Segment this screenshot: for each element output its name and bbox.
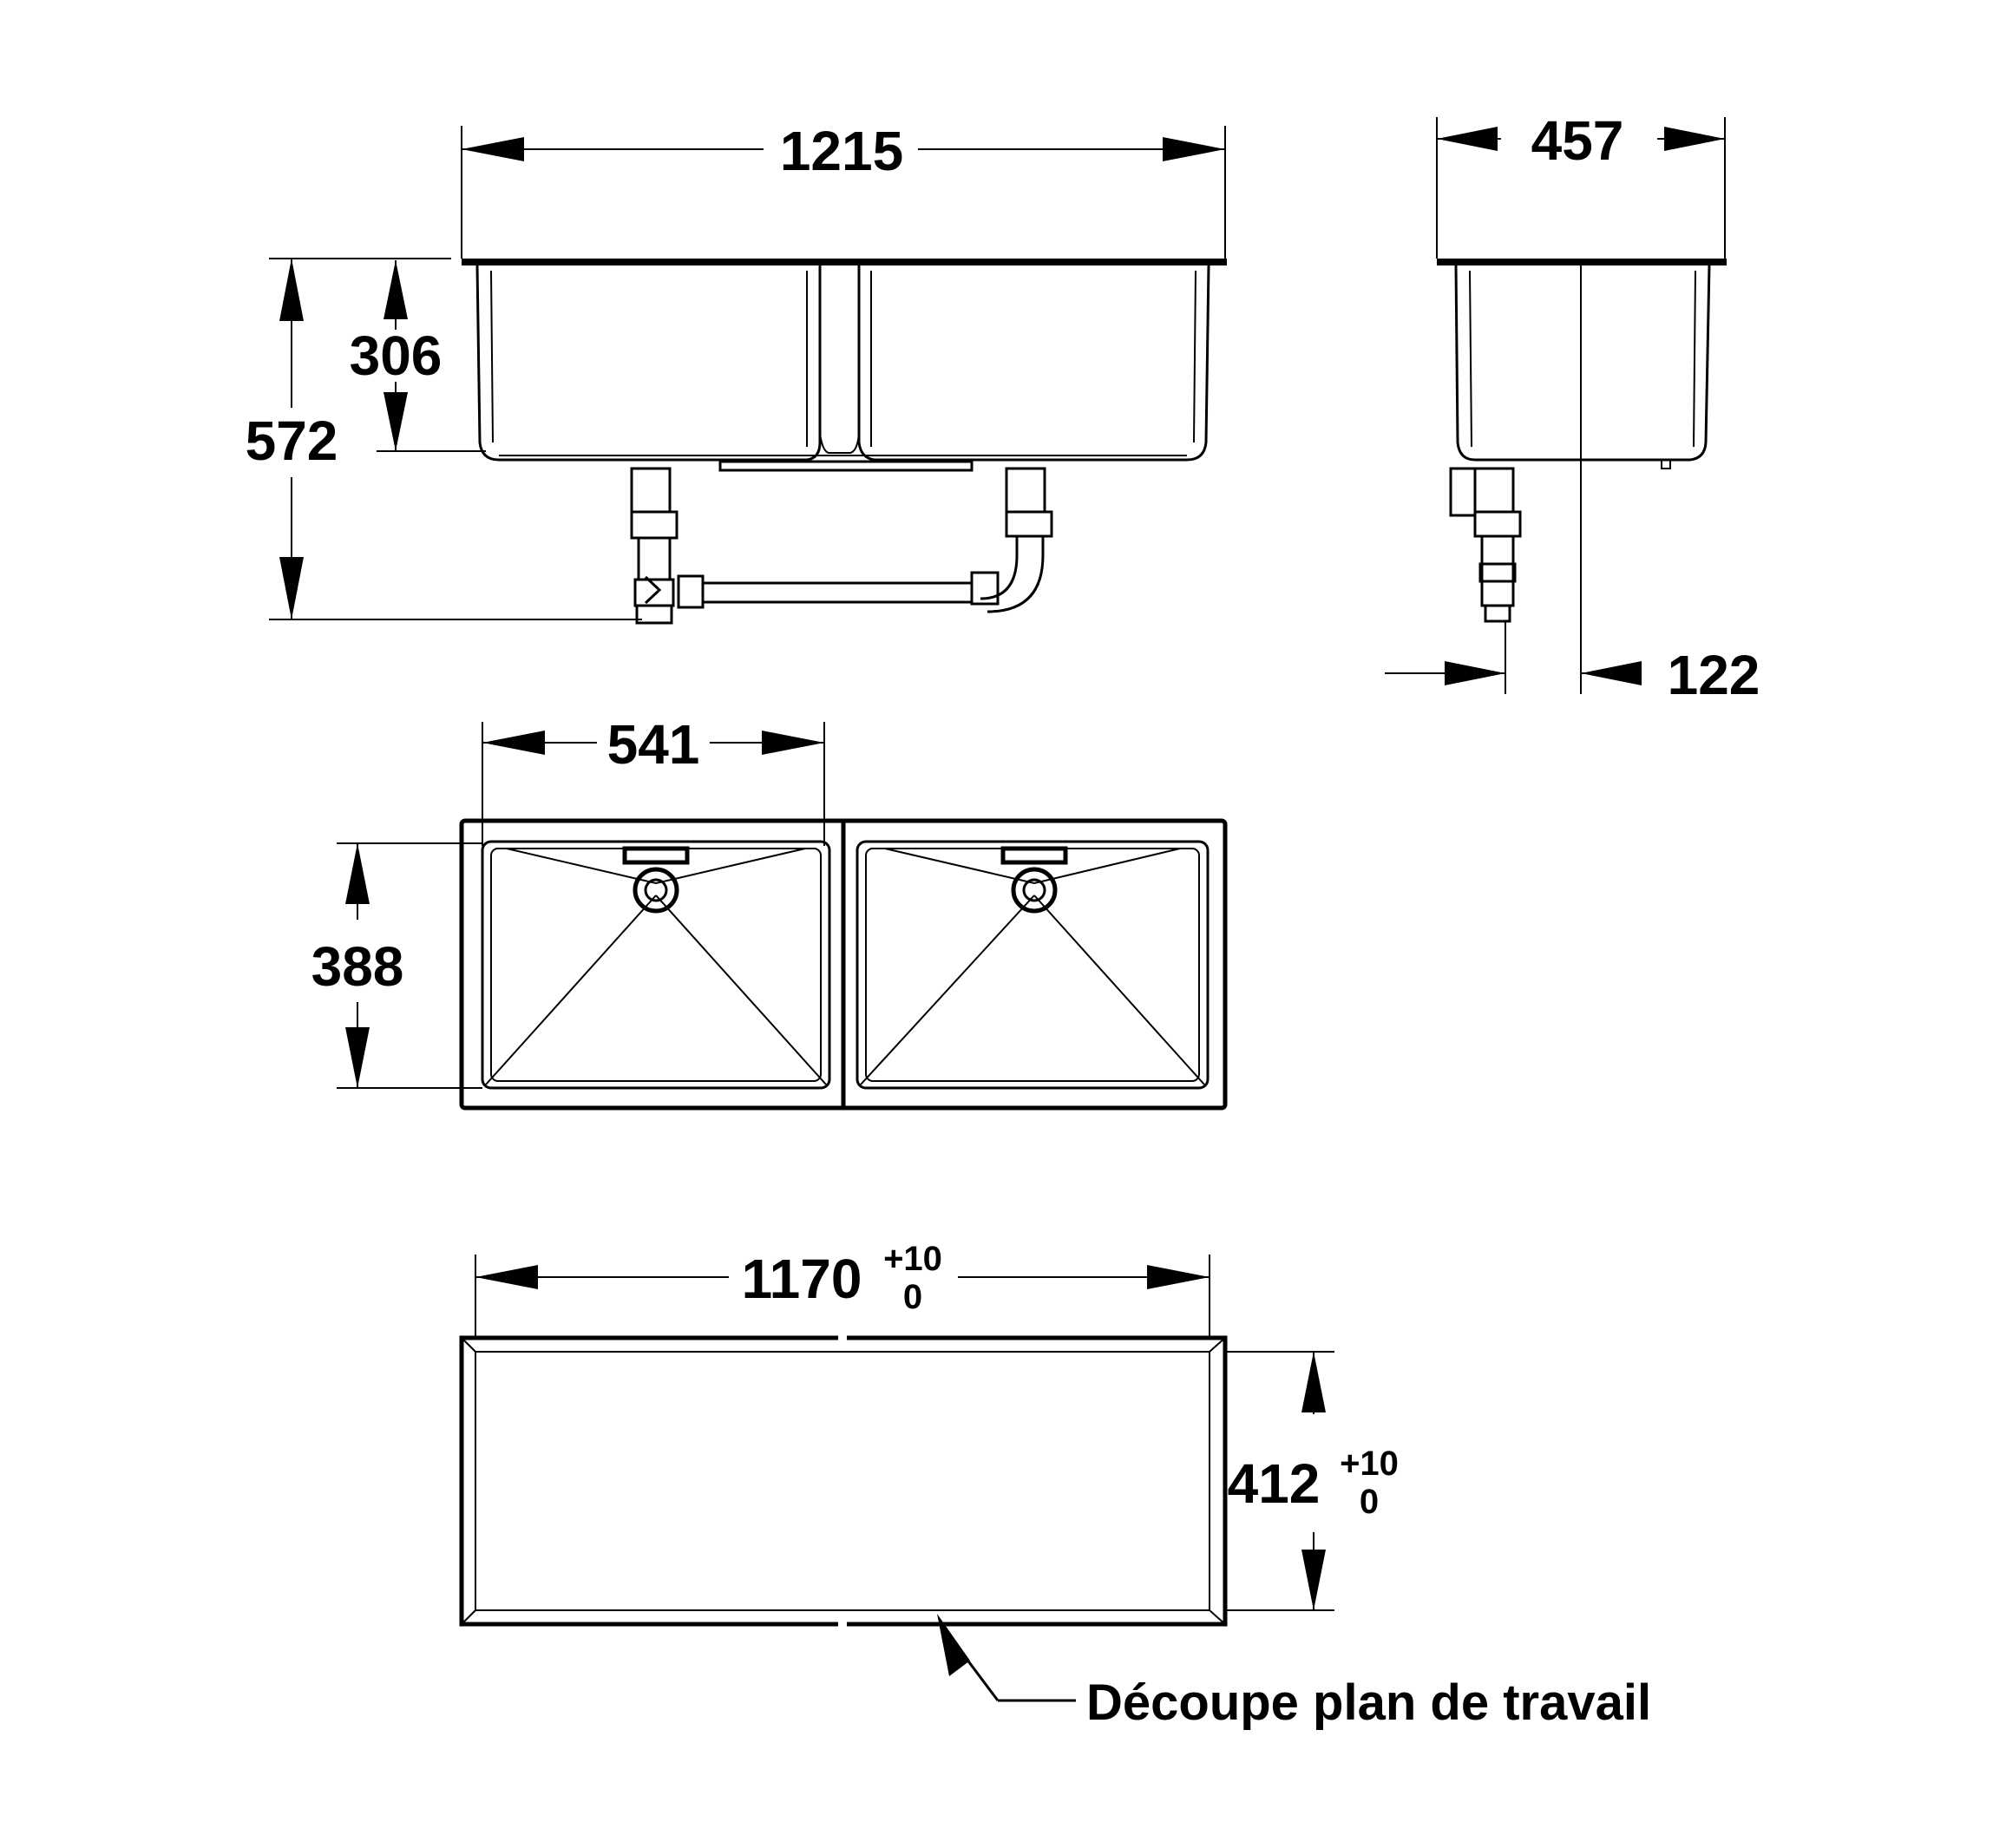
label-overall-height: 572 [246,410,338,472]
label-cutout-callout: Découpe plan de travail [1086,1674,1651,1731]
front-sink-body [462,259,1227,472]
top-view: 541 388 [311,713,1228,1111]
label-side-depth: 457 [1531,109,1624,172]
label-cutout-width-tol-lower: 0 [903,1278,922,1316]
dim-cutout-width: 1170 +10 0 [475,1240,1210,1338]
label-bowl-length: 388 [311,935,404,998]
callout-cutout: Découpe plan de travail [937,1614,1651,1731]
dim-cutout-height: 412 +10 0 [1225,1351,1399,1611]
side-view: 457 122 [1385,109,1760,706]
label-cutout-width: 1170 [742,1248,862,1310]
dim-bowl-depth: 306 [350,260,486,452]
label-overall-width: 1215 [780,120,903,182]
front-view: 1215 [246,120,1227,625]
cutout-view: 1170 +10 0 412 +10 0 [459,1240,1651,1731]
label-drain-offset: 122 [1668,644,1760,706]
side-sink-body [1437,259,1727,623]
dim-overall-width: 1215 [461,120,1226,259]
dim-drain-offset: 122 [1385,265,1760,706]
dim-bowl-width: 541 [482,713,825,846]
cutout-outline [459,1333,1228,1629]
label-bowl-width: 541 [607,713,700,776]
front-drain-plumbing [630,467,1053,625]
dim-side-depth: 457 [1436,109,1726,259]
label-bowl-depth: 306 [350,324,443,387]
label-cutout-height-tol-upper: +10 [1340,1445,1399,1483]
label-cutout-width-tol-upper: +10 [883,1240,942,1278]
label-cutout-height-tol-lower: 0 [1360,1483,1379,1521]
dim-overall-height: 572 [246,258,642,620]
dim-bowl-length: 388 [311,842,482,1089]
label-cutout-height: 412 [1228,1452,1321,1515]
top-sink-outline [459,818,1228,1111]
